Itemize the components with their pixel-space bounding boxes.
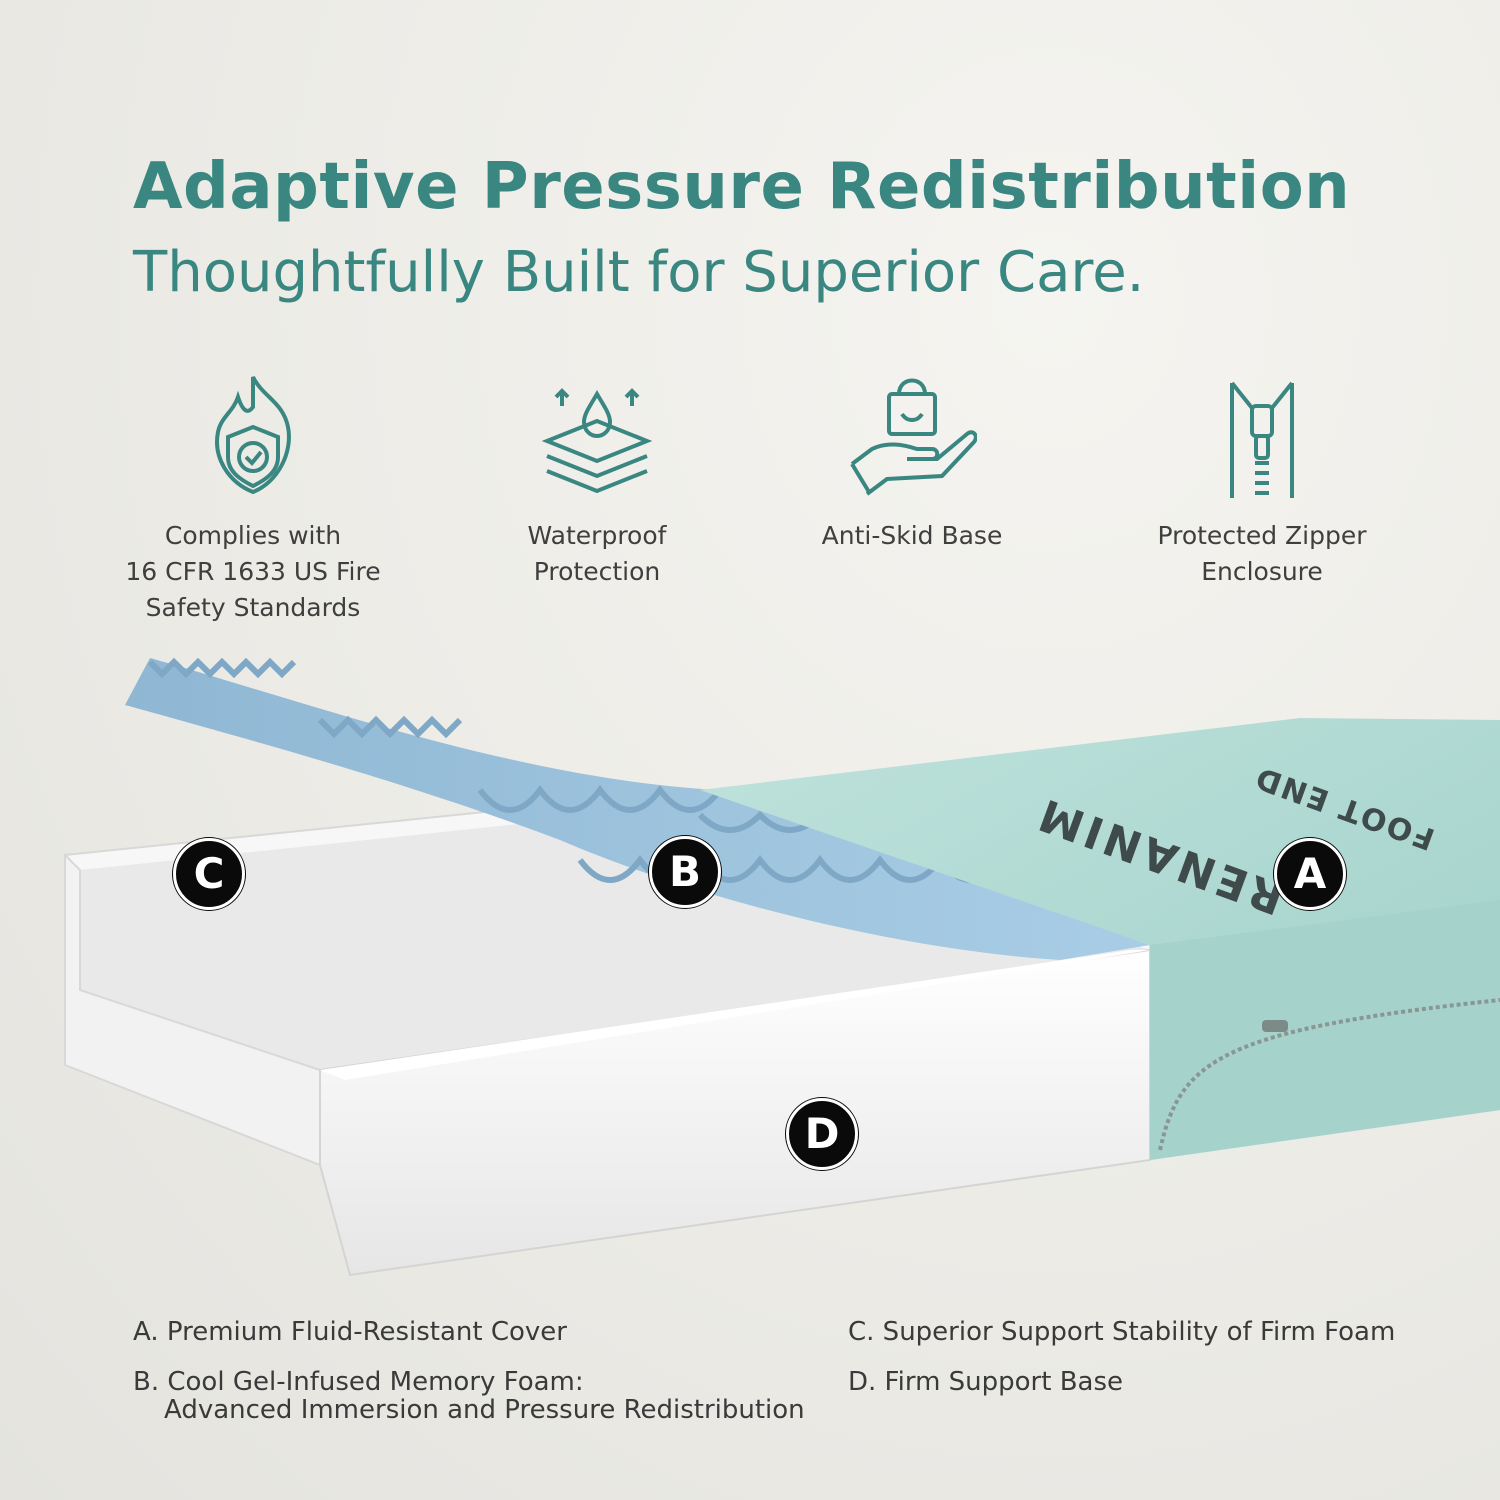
legend-b-line2: Advanced Immersion and Pressure Redistri…: [164, 1395, 805, 1425]
page-title: Adaptive Pressure Redistribution: [133, 150, 1351, 224]
badge-d: D: [786, 1098, 858, 1170]
zipper-icon: [1230, 381, 1294, 498]
waterproof-layers-icon: [542, 388, 652, 494]
badge-b: B: [649, 836, 721, 908]
badge-a: A: [1274, 838, 1346, 910]
feature-label: Anti-Skid Base: [821, 521, 1003, 550]
feature-label: Protected Zipper Enclosure: [1157, 521, 1367, 586]
fire-shield-icon: [215, 376, 291, 495]
feature-waterproof: Waterproof Protection: [437, 386, 757, 590]
zipper-pull: [1262, 1020, 1288, 1032]
legend-a: A. Premium Fluid-Resistant Cover: [133, 1317, 567, 1347]
legend-c: C. Superior Support Stability of Firm Fo…: [848, 1317, 1396, 1347]
page-subtitle: Thoughtfully Built for Superior Care.: [133, 240, 1145, 305]
legend-b-line1: B. Cool Gel-Infused Memory Foam:: [133, 1367, 584, 1397]
feature-zipper: Protected Zipper Enclosure: [1102, 378, 1422, 590]
feature-label: Waterproof Protection: [527, 521, 667, 586]
anti-skid-hand-icon: [850, 378, 977, 496]
badge-c: C: [173, 838, 245, 910]
feature-anti-skid: Anti-Skid Base: [752, 364, 1072, 554]
mattress-illustration: [64, 657, 1500, 1277]
base-front-rim: [320, 950, 1150, 1080]
cover-front-face: [1150, 900, 1500, 1160]
feature-fire-safety: Complies with 16 CFR 1633 US Fire Safety…: [93, 372, 413, 626]
legend-d: D. Firm Support Base: [848, 1367, 1124, 1397]
cover-zipper: [1158, 998, 1500, 1151]
legend-b: B. Cool Gel-Infused Memory Foam: Advance…: [133, 1368, 805, 1424]
feature-label: Complies with 16 CFR 1633 US Fire Safety…: [125, 521, 381, 622]
